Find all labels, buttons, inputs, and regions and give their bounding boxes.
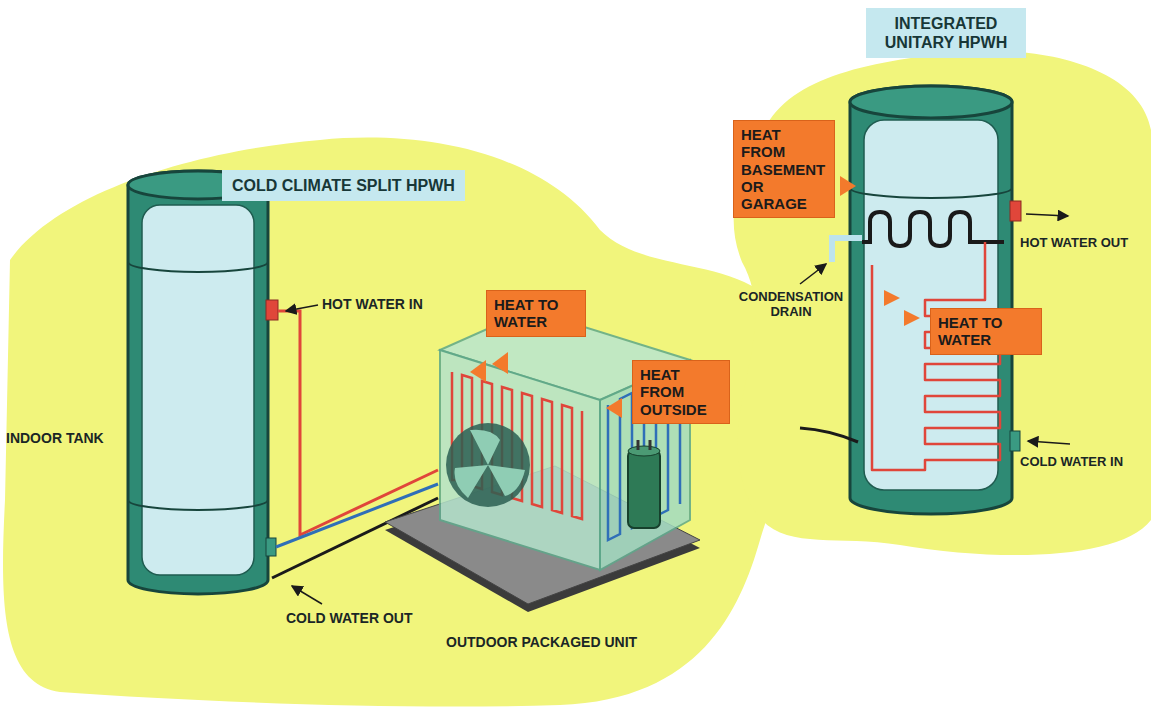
part-label: OUTDOOR PACKAGED UNIT [446,634,637,650]
node-text: INTEGRATED UNITARY HPWH [876,14,1016,52]
indoor-tank [128,171,278,594]
heat-arrowhead [492,352,508,374]
node-text: HEAT TO WATER [938,314,1034,349]
node-text: COLD CLIMATE SPLIT HPWH [232,176,455,195]
yellow-blob [3,138,801,707]
heat-arrowhead [840,176,856,196]
heat-callout: HEAT FROM OUTSIDE [632,360,730,424]
node-text: HEAT FROM OUTSIDE [640,366,722,418]
leader-arrow [800,264,826,284]
heat-callout: HEAT FROM BASEMENT OR GARAGE [733,120,835,218]
outdoor-unit [385,310,700,612]
heat-arrowhead [470,360,486,382]
heat-arrowhead [606,398,622,418]
flow-arrow [1028,441,1070,444]
title-box: COLD CLIMATE SPLIT HPWH [222,170,465,201]
flow-arrow [1026,214,1068,216]
node-text: HEAT TO WATER [494,296,578,331]
leader-arrow [292,586,322,604]
heat-arrowhead [884,290,900,306]
title-box: INTEGRATED UNITARY HPWH [866,8,1026,58]
part-label: INDOOR TANK [6,430,104,446]
yellow-blob [734,51,1151,555]
heat-arrowhead [904,310,920,326]
part-label: CONDENSATION DRAIN [735,290,847,320]
leader-arrow [286,305,318,311]
part-label: HOT WATER OUT [1020,236,1128,251]
heat-callout: HEAT TO WATER [486,290,586,337]
part-label: HOT WATER IN [322,296,423,312]
part-label: COLD WATER OUT [286,610,413,626]
heat-callout: HEAT TO WATER [930,308,1042,355]
hot-pipe [278,311,438,535]
node-text: HEAT FROM BASEMENT OR GARAGE [741,126,827,212]
part-label: COLD WATER IN [1020,455,1123,470]
